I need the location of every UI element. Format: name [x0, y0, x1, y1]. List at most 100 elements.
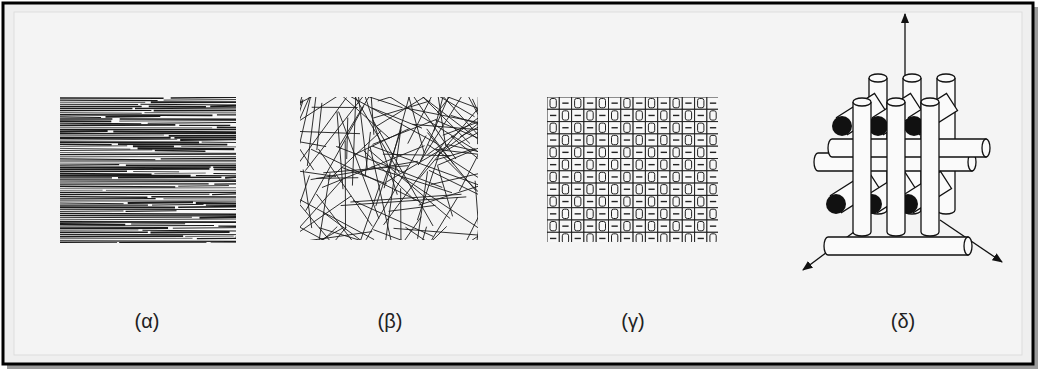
fibre [60, 213, 236, 215]
weave-cell [670, 146, 682, 158]
rod-end [887, 98, 905, 106]
fibre [199, 216, 236, 219]
weave-cell [633, 232, 645, 242]
warp-yarn [636, 135, 642, 144]
weft-yarn [587, 201, 593, 202]
weft-yarn [673, 213, 679, 214]
warp-yarn [562, 234, 568, 242]
fibre [60, 200, 236, 201]
weave-cell [682, 220, 694, 232]
warp-yarn [648, 197, 654, 206]
vertical-rod [853, 102, 871, 236]
weave-cell [682, 195, 694, 207]
fibre [60, 209, 236, 210]
fibre [60, 202, 124, 204]
rod-end [964, 237, 972, 255]
panel-label-holder: (δ) [858, 310, 948, 333]
fibre [300, 101, 303, 174]
fibre [179, 125, 230, 126]
warp-yarn [636, 234, 642, 242]
warp-yarn [587, 111, 593, 120]
weft-yarn [599, 189, 605, 190]
weft-yarn [698, 139, 704, 140]
warp-yarn [624, 99, 630, 108]
weave-cell [707, 232, 718, 242]
fibre [366, 136, 426, 240]
weave-cell [596, 220, 608, 232]
weft-yarn [710, 102, 716, 103]
weave-cell [658, 232, 670, 242]
weave-cell [633, 220, 645, 232]
weft-yarn [550, 115, 556, 116]
weave-cell [559, 208, 571, 220]
weave-cell [559, 220, 571, 232]
weave-cell [609, 171, 621, 183]
weft-yarn [661, 152, 667, 153]
weave-cell [559, 109, 571, 121]
fibre [154, 110, 236, 112]
weft-yarn [648, 213, 654, 214]
weave-cell [658, 220, 670, 232]
weft-yarn [673, 189, 679, 190]
weft-yarn [661, 225, 667, 226]
weave-cell [596, 208, 608, 220]
weft-yarn [661, 201, 667, 202]
weave-cell [633, 171, 645, 183]
weave-cell [559, 159, 571, 171]
fibre [148, 122, 236, 124]
weave-cell [658, 122, 670, 134]
warp-yarn [587, 234, 593, 242]
weft-yarn [562, 102, 568, 103]
weft-yarn [685, 201, 691, 202]
fibre [155, 150, 206, 152]
weave-cell [547, 134, 559, 146]
fibre [418, 226, 447, 240]
weft-yarn [599, 139, 605, 140]
weft-yarn [636, 201, 642, 202]
warp-yarn [698, 148, 704, 157]
weave-cell [572, 195, 584, 207]
vertical-rod [921, 102, 939, 236]
warp-yarn [710, 135, 716, 144]
fibre [154, 173, 205, 175]
weave-cell [633, 97, 645, 109]
weave-cell [682, 146, 694, 158]
fibre [347, 118, 348, 159]
weave-cell [609, 146, 621, 158]
fibre [60, 127, 212, 128]
fibre [217, 114, 236, 115]
warp-yarn [599, 222, 605, 231]
fibre [365, 132, 370, 176]
warp-yarn [550, 172, 556, 181]
weave-cell [572, 159, 584, 171]
paper [14, 12, 1022, 355]
weave-cell [547, 159, 559, 171]
weft-yarn [636, 152, 642, 153]
warp-yarn [624, 123, 630, 132]
weft-yarn [587, 127, 593, 128]
weave-cell [572, 208, 584, 220]
weave-cell [584, 122, 596, 134]
warp-yarn [648, 172, 654, 181]
warp-yarn [612, 160, 618, 169]
panel-label: (β) [345, 310, 435, 333]
warp-yarn [599, 99, 605, 108]
weave-cell [670, 171, 682, 183]
fibre [60, 196, 147, 198]
fibre [316, 194, 390, 240]
fibre [401, 97, 477, 139]
weave-cell [609, 122, 621, 134]
warp-yarn [575, 222, 581, 231]
fibre [417, 151, 440, 220]
warp-yarn [562, 209, 568, 218]
warp-yarn [562, 111, 568, 120]
weft-yarn [575, 238, 581, 239]
weave-cell [670, 122, 682, 134]
fibre [400, 188, 401, 240]
fibre [131, 223, 185, 224]
weave-cell [596, 195, 608, 207]
fibre [475, 181, 478, 236]
fibre [306, 106, 364, 210]
weave-cell [658, 183, 670, 195]
weft-yarn [673, 139, 679, 140]
